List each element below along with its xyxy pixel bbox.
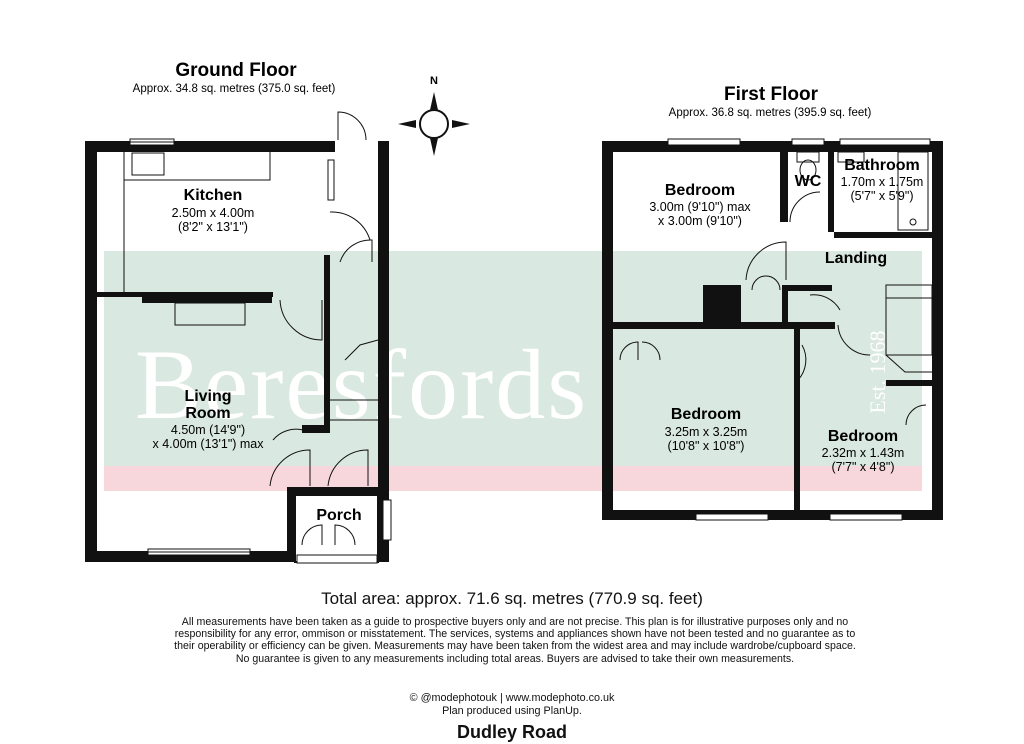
plan-produced-credit: Plan produced using PlanUp. bbox=[442, 705, 582, 717]
total-area: Total area: approx. 71.6 sq. metres (770… bbox=[321, 589, 703, 608]
kitchen-dims-imperial: (8'2" x 13'1") bbox=[178, 220, 248, 234]
kitchen-name: Kitchen bbox=[184, 187, 243, 204]
ground-floor-plan bbox=[85, 111, 392, 564]
bedroom-1-dims-1: 3.00m (9'10") max bbox=[649, 200, 751, 214]
bedroom-3-dims-1: 2.32m x 1.43m bbox=[822, 446, 905, 460]
bathroom-name: Bathroom bbox=[844, 157, 920, 174]
bedroom-3-dims-2: (7'7" x 4'8") bbox=[832, 460, 895, 474]
first-floor-plan bbox=[602, 138, 943, 521]
bedroom-2-dims-2: (10'8" x 10'8") bbox=[668, 439, 745, 453]
first-floor-title: First Floor bbox=[724, 84, 819, 105]
porch-name: Porch bbox=[316, 507, 361, 524]
first-floor-area: Approx. 36.8 sq. metres (395.9 sq. feet) bbox=[669, 107, 872, 119]
bedroom-1-name: Bedroom bbox=[665, 182, 735, 199]
photographer-credit: © @modephotouk | www.modephoto.co.uk bbox=[409, 692, 615, 704]
bedroom-2-name: Bedroom bbox=[671, 406, 741, 423]
wc-name: WC bbox=[795, 173, 822, 190]
compass-north-label: N bbox=[430, 75, 438, 87]
disclaimer-text: All measurements have been taken as a gu… bbox=[174, 616, 856, 665]
bathroom-dims-2: (5'7" x 5'9") bbox=[851, 189, 914, 203]
kitchen-dims-metric: 2.50m x 4.00m bbox=[172, 206, 255, 220]
bedroom-2-dims-1: 3.25m x 3.25m bbox=[665, 425, 748, 439]
bathroom-dims-1: 1.70m x 1.75m bbox=[841, 175, 924, 189]
compass-rose-icon: N bbox=[398, 75, 470, 156]
living-room-dims-2: x 4.00m (13'1") max bbox=[152, 437, 264, 451]
watermark-pink-band bbox=[104, 466, 922, 491]
bedroom-1-dims-2: x 3.00m (9'10") bbox=[658, 214, 742, 228]
ground-floor-area: Approx. 34.8 sq. metres (375.0 sq. feet) bbox=[133, 83, 336, 95]
ground-floor-title: Ground Floor bbox=[175, 60, 297, 81]
living-room-name-line1: Living bbox=[184, 388, 231, 405]
watermark-text: Beresfords bbox=[135, 329, 588, 440]
living-room-name-line2: Room bbox=[185, 405, 230, 422]
living-room-dims-1: 4.50m (14'9") bbox=[171, 423, 245, 437]
bedroom-3-name: Bedroom bbox=[828, 428, 898, 445]
landing-name: Landing bbox=[825, 250, 887, 267]
property-address: Dudley Road bbox=[456, 722, 567, 742]
